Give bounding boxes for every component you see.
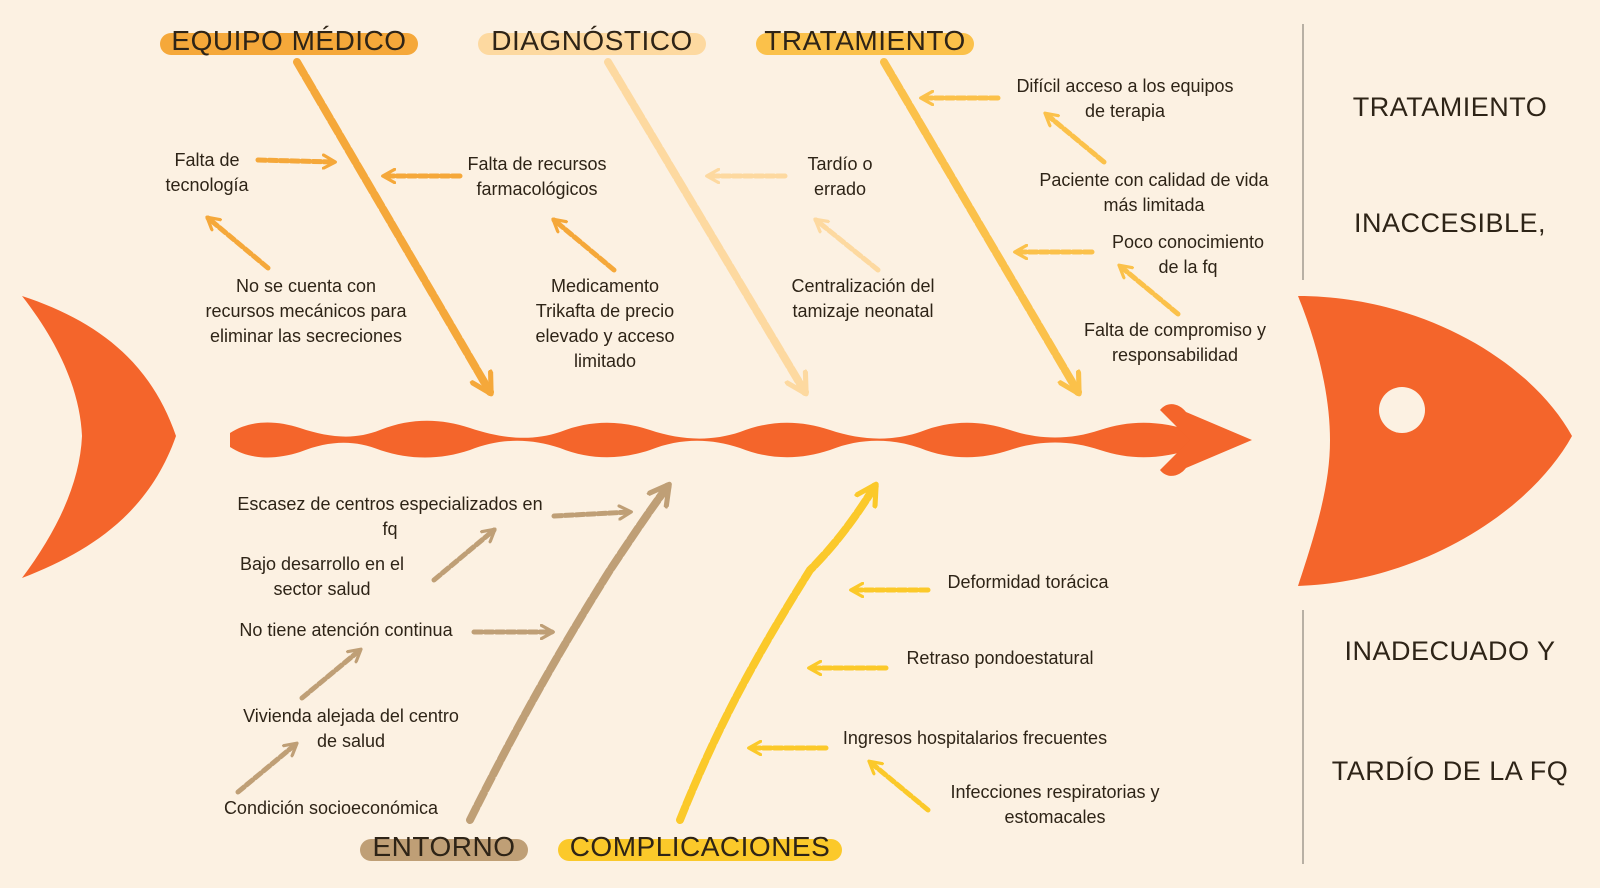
arrow-falta-tecnologia [255,160,334,162]
cause-poco-conocimiento: Poco conocimiento de la fq [1111,232,1265,277]
bone-equipo-medico [293,58,494,392]
cause-ingresos-hospitalarios: Ingresos hospitalarios frecuentes [842,728,1108,748]
arrow-recursos-mecanicos [208,215,271,271]
effect-line-2: INACCESIBLE, [1353,208,1547,238]
arrow-infecciones [870,759,931,813]
cause-escasez-centros: Escasez de centros especializados en fq [237,494,543,539]
cause-falta-compromiso: Falta de compromiso y responsabilidad [1083,320,1267,365]
bone-complicaciones [676,486,879,824]
arrow-vivienda [299,647,360,701]
effect-line-1: TRATAMIENTO [1352,92,1548,122]
cause-condicion-socioeconomica: Condición socioeconómica [223,798,439,818]
cause-falta-recursos-farmacologicos: Falta de recursos farmacológicos [467,154,607,199]
category-tratamiento-label: TRATAMIENTO [764,25,966,56]
arrow-escasez-centros [551,512,630,516]
category-diagnostico: DIAGNÓSTICO [478,26,706,56]
arrow-bajo-desarrollo [431,527,494,583]
fish-eye [1379,387,1425,433]
fish-head [1298,296,1572,586]
cause-deformidad-toracica: Deformidad torácica [947,572,1109,592]
arrow-compromiso [1120,263,1181,317]
divider-top [1302,24,1304,280]
cause-atencion-continua: No tiene atención continua [239,620,453,640]
cause-dificil-acceso: Difícil acceso a los equipos de terapia [1016,76,1234,121]
bone-tratamiento [880,58,1082,392]
category-equipo-medico: EQUIPO MÉDICO [160,26,418,56]
cause-retraso-pondoestatural: Retraso pondoestatural [906,648,1094,668]
effect-line-3: INADECUADO Y [1344,636,1556,666]
category-equipo-medico-label: EQUIPO MÉDICO [171,25,407,56]
category-tratamiento: TRATAMIENTO [756,26,974,56]
bone-diagnostico [604,58,809,392]
category-entorno: ENTORNO [360,832,528,862]
spine-arrowhead [1160,404,1252,476]
cause-calidad-vida: Paciente con calidad de vida más limitad… [1039,170,1269,215]
cause-trikafta: Medicamento Trikafta de precio elevado y… [535,276,675,371]
arrow-tamizaje [816,217,881,273]
category-diagnostico-label: DIAGNÓSTICO [491,25,693,56]
arrow-calidad-vida [1046,111,1107,165]
cause-recursos-mecanicos: No se cuenta con recursos mecánicos para… [205,276,407,346]
cause-vivienda-alejada: Vivienda alejada del centro de salud [243,706,459,751]
cause-bajo-desarrollo: Bajo desarrollo en el sector salud [239,554,405,599]
fish-spine [230,420,1195,458]
cause-tardio-errado: Tardío o errado [807,154,873,199]
arrow-socioeconomica [235,741,296,795]
divider-bottom [1302,610,1304,864]
cause-infecciones: Infecciones respiratorias y estomacales [950,782,1160,827]
effect-line-4: TARDÍO DE LA FQ [1331,756,1569,786]
fish-tail [22,296,176,578]
cause-centralizacion-tamizaje: Centralización del tamizaje neonatal [791,276,935,321]
arrow-trikafta [554,217,617,273]
category-entorno-label: ENTORNO [372,831,516,862]
category-complicaciones: COMPLICACIONES [558,832,842,862]
category-complicaciones-label: COMPLICACIONES [569,831,831,862]
bone-entorno [466,486,672,824]
cause-falta-tecnologia: Falta de tecnología [165,150,249,195]
